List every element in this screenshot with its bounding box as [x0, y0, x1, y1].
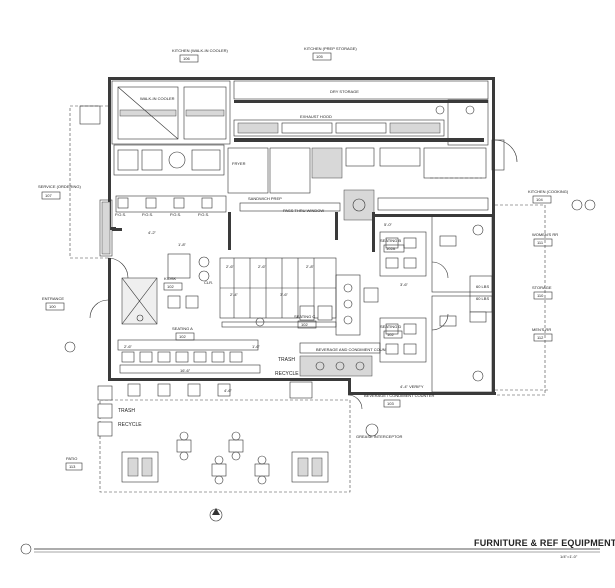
pos-3: P.O.S. — [170, 212, 181, 217]
kitchen-equipment-line: DRY STORAGE EXHAUST HOOD — [233, 80, 505, 171]
room-patio-num: 113 — [69, 464, 76, 469]
hood-text: EXHAUST HOOD — [300, 114, 332, 119]
room-kitchen-cooking-name: KITCHEN (COOKING) — [528, 189, 569, 194]
cooking-line: FRYER SANDWICH PREP PASS THRU WINDOW — [113, 144, 489, 221]
room-seating-c-name: SEATING C — [294, 314, 315, 319]
dim-j: 2'-4" — [230, 292, 239, 297]
dim-e: 1'-8" — [178, 242, 187, 247]
kiosk-area — [121, 253, 191, 325]
room-seating-a-num: 102 — [179, 334, 186, 339]
room-seating-a-name: SEATING A — [172, 326, 193, 331]
pos-4: P.O.S. — [198, 212, 209, 217]
section-marker-icon — [20, 199, 596, 555]
room-kitchen-prep-num: 105 — [316, 54, 323, 59]
room-storage-name: STORAGE — [532, 285, 552, 290]
sandwich-text: SANDWICH PREP — [248, 196, 282, 201]
lav-b: 60 LBS — [476, 296, 489, 301]
room-entrance-name: ENTRANCE — [42, 296, 64, 301]
dim-i: 1'-6" — [252, 344, 261, 349]
dim-h: 2'-6" — [124, 344, 133, 349]
service-zone-dashed — [69, 105, 108, 259]
clr-label: CLR. — [204, 280, 213, 285]
room-service-num: 107 — [45, 193, 52, 198]
cooler-text: WALK-IN COOLER — [140, 96, 175, 101]
window-seating-row — [117, 339, 261, 397]
restrooms: 60 LBS 60 LBS — [431, 215, 493, 393]
service-counter: P.O.S. P.O.S. P.O.S. P.O.S. — [99, 195, 227, 257]
drawing-scale: 1/4"=1'-0" — [560, 554, 578, 559]
dim-b: 2'-6" — [258, 264, 267, 269]
room-walk-in-cooler-name: KITCHEN (WALK-IN COOLER) — [172, 48, 229, 53]
door-swings — [89, 139, 518, 410]
verify-label: 4'-4" VERIFY — [400, 384, 424, 389]
trash-label-1: TRASH — [118, 408, 135, 414]
room-womens-rr-name: WOMEN'S RR — [532, 232, 558, 237]
room-kiosk-num: 102 — [167, 284, 174, 289]
room-seating-d-name: SEATING D — [380, 324, 401, 329]
fryer-text: FRYER — [232, 161, 246, 166]
dim-k: 3'-6" — [280, 292, 289, 297]
recycle-label-2: RECYCLE — [275, 371, 299, 377]
dim-d: 4'-2" — [148, 230, 157, 235]
east-dashed-zone — [495, 204, 548, 396]
room-kiosk-name: KIOSK — [164, 276, 177, 281]
misc-labels: TRASH RECYCLE TRASH RECYCLE 4'-4" VERIFY… — [118, 222, 424, 428]
room-entrance-num: 100 — [49, 304, 56, 309]
dim-f: 3'-6" — [400, 282, 409, 287]
room-seating-c-num: 102 — [301, 322, 308, 327]
dim-c: 2'-8" — [306, 264, 315, 269]
beverage-condiment-counter: BEVERAGE AND CONDIMENT COUNTER — [289, 342, 394, 399]
room-patio-name: PATIO — [66, 456, 77, 461]
pass-text: PASS THRU WINDOW — [283, 208, 324, 213]
room-tags: KITCHEN (WALK-IN COOLER) 106 KITCHEN (PR… — [38, 46, 569, 471]
room-seating-d-num: 102 — [387, 332, 394, 337]
room-beverage-counter-num: 103 — [387, 401, 394, 406]
walk-in-cooler: WALK-IN COOLER — [111, 80, 231, 145]
pos-2: P.O.S. — [142, 212, 153, 217]
lav-a: 60 LBS — [476, 284, 489, 289]
room-kitchen-prep-name: KITCHEN (PREP STORAGE) — [304, 46, 357, 51]
grease-interceptor-label: GREASE INTERCEPTOR — [356, 434, 402, 439]
north-arrow-icon — [209, 508, 223, 522]
room-mens-rr-name: MEN'S RR — [532, 327, 551, 332]
beverage-counter-label: BEVERAGE AND CONDIMENT COUNTER — [316, 347, 394, 352]
east-seating — [363, 231, 427, 363]
room-kitchen-cooking-num: 104 — [536, 197, 543, 202]
dim-a: 2'-6" — [226, 264, 235, 269]
dim-g: 5'-0" — [384, 222, 393, 227]
room-storage-num: 110 — [537, 293, 544, 298]
room-service-name: SERVICE (ORDERING) — [38, 184, 81, 189]
trash-label-2: TRASH — [278, 357, 295, 363]
patio: GREASE INTERCEPTOR — [97, 385, 402, 493]
room-womens-rr-num: 111 — [537, 240, 544, 245]
dry-storage-text: DRY STORAGE — [330, 89, 359, 94]
pos-1: P.O.S. — [115, 212, 126, 217]
center-tables — [167, 256, 361, 336]
room-seating-b-num: 102A — [386, 246, 396, 251]
room-mens-rr-num: 112 — [537, 335, 544, 340]
title-block: FURNITURE & REF EQUIPMENT PLAN 1/4"=1'-0… — [34, 538, 615, 559]
dim-l: 16'-6" — [180, 368, 191, 373]
room-seating-b-name: SEATING B — [380, 238, 401, 243]
room-walk-in-cooler-num: 106 — [183, 56, 190, 61]
kitchen-partition — [112, 212, 492, 252]
drawing-title: FURNITURE & REF EQUIPMENT PLAN — [474, 538, 615, 548]
room-beverage-counter-name: BEVERAGE / CONDIMENT COUNTER — [364, 393, 434, 398]
recycle-label-1: RECYCLE — [118, 422, 142, 428]
dim-m: 4'-6" — [224, 388, 233, 393]
